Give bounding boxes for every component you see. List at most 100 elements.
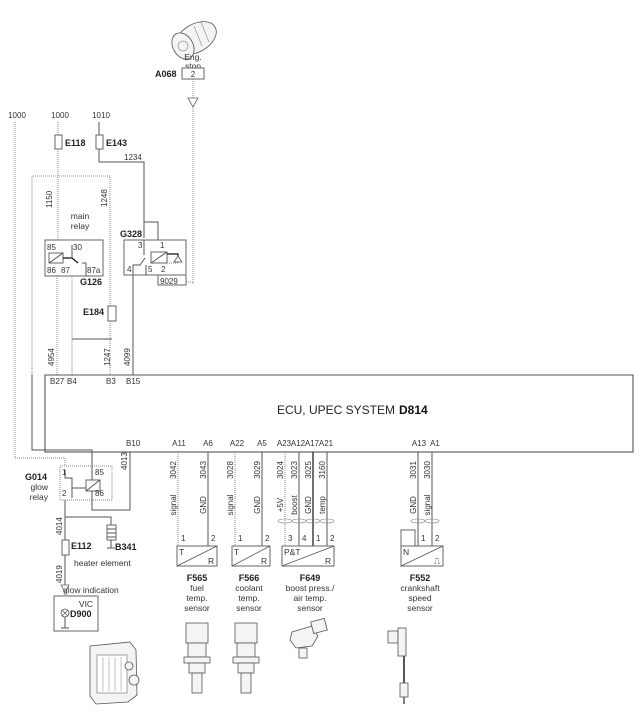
ecu-pin-a12: A12 <box>291 439 306 448</box>
relay-g328-pin-1: 1 <box>160 241 165 250</box>
fuse-e112-label: E112 <box>71 541 92 551</box>
wire-number-3029: 3029 <box>253 461 262 479</box>
ecu-pin-a11: A11 <box>172 439 186 448</box>
heater-label: heater element <box>74 558 131 568</box>
sensor-f552-label-3: sensor <box>407 603 433 613</box>
sensor-pin-1: 1 <box>238 534 243 543</box>
glow-relay-pin-86: 86 <box>95 489 104 498</box>
relay-g328 <box>123 221 194 286</box>
vic-label: VIC <box>79 599 93 609</box>
sensor-f565-label-3: sensor <box>184 603 210 613</box>
sensor-f649-label-3: sensor <box>297 603 323 613</box>
eng-stop-label-1: Eng. <box>184 52 202 62</box>
supply-1000-left: 1000 <box>8 111 26 120</box>
fuse-e143 <box>95 134 104 150</box>
fuse-e112 <box>61 539 70 556</box>
glow-relay-pin-1: 1 <box>62 468 67 477</box>
fuse-e184-label: E184 <box>83 307 104 317</box>
wire-number-3042: 3042 <box>169 461 178 479</box>
main-relay-g126 <box>44 239 104 277</box>
wire-signal-3024: +5V <box>276 497 285 512</box>
connector-a068-pin: 2 <box>191 70 196 79</box>
sensor-symbol-left: P&T <box>284 547 301 557</box>
sensor-f649-code: F649 <box>300 573 321 583</box>
coolant-temp-sensor-picture <box>232 622 260 694</box>
eng-stop-label-2: stop <box>185 61 201 71</box>
main-relay-pin-30: 30 <box>73 243 82 252</box>
sensor-f565-label-2: temp. <box>186 593 207 603</box>
wire-number-3160: 3160 <box>318 461 327 479</box>
sensor-f552-code: F552 <box>410 573 431 583</box>
wire-signal-3031: GND <box>409 496 418 514</box>
sensor-f649-label-2: air temp. <box>293 593 326 603</box>
connector-a068-code: A068 <box>155 69 177 79</box>
sensor-symbol-left: T <box>179 547 184 557</box>
wire-signal-3030: signal <box>423 494 432 515</box>
wire-4099-label: 4099 <box>123 348 132 366</box>
ecu-pin-a23: A23 <box>277 439 292 448</box>
sensor-symbol-right: R <box>325 556 331 566</box>
arrow-down-icon <box>187 97 199 108</box>
glow-relay-pin-85: 85 <box>95 468 104 477</box>
sensor-f649-label-1: boost press./ <box>286 583 335 593</box>
crankshaft-sensor-picture <box>387 627 409 704</box>
wire-number-3025: 3025 <box>304 461 313 479</box>
relay-g328-pin-5: 5 <box>148 265 153 274</box>
fuel-temp-sensor-picture <box>183 622 211 694</box>
sensor-pin-1: 1 <box>181 534 186 543</box>
glow-relay-label-2: relay <box>30 492 49 502</box>
vic-code: D900 <box>70 609 92 619</box>
wire-number-3024: 3024 <box>276 461 285 479</box>
sensor-pin-2: 2 <box>435 534 440 543</box>
main-relay-pin-87a: 87a <box>87 266 101 275</box>
sensor-symbol-right: R <box>261 556 267 566</box>
wire-1234-label: 1234 <box>124 153 142 162</box>
wire-1247-label: 1247 <box>103 348 112 366</box>
sensor-pin-1: 1 <box>421 534 426 543</box>
supply-1010: 1010 <box>92 111 110 120</box>
sensor-symbol-diagonal <box>281 545 335 567</box>
main-relay-label-1: main <box>71 211 90 221</box>
ecu-pin-b15: B15 <box>126 377 141 386</box>
wire-4014-label: 4014 <box>55 517 64 535</box>
wire-4954-label: 4954 <box>47 348 56 366</box>
glow-relay-code: G014 <box>25 472 47 482</box>
ecu-code: D814 <box>399 403 428 417</box>
arrow-down-icon <box>60 584 70 593</box>
glow-relay-label-1: glow <box>31 482 49 492</box>
fuse-e184 <box>107 305 117 322</box>
ecu-pin-a22: A22 <box>230 439 245 448</box>
sensor-f565-code: F565 <box>187 573 208 583</box>
twisted-pair-marker <box>424 518 440 524</box>
wire-signal-3029: GND <box>253 496 262 514</box>
ecu-box <box>44 374 634 453</box>
heater-code: B341 <box>115 542 137 552</box>
sensor-symbol-right: ⎍ <box>434 556 441 566</box>
wire-number-3023: 3023 <box>290 461 299 479</box>
sensor-symbol-diagonal <box>400 545 444 567</box>
glow-relay-g014 <box>59 465 113 501</box>
relay-g328-code: G328 <box>120 229 142 239</box>
wire-number-3030: 3030 <box>423 461 432 479</box>
wire-1150-label: 1150 <box>45 190 54 208</box>
wire-number-3043: 3043 <box>199 461 208 479</box>
sensor-f552-label-2: speed <box>408 593 431 603</box>
wire-signal-3023: boost <box>290 494 299 514</box>
relay-g328-pin-2: 2 <box>161 265 166 274</box>
supply-1000: 1000 <box>51 111 69 120</box>
wire-1248-label: 1248 <box>100 189 109 207</box>
sensor-pin-2: 2 <box>211 534 216 543</box>
fuse-e118-label: E118 <box>65 138 86 148</box>
ecu-pin-a17: A17 <box>305 439 320 448</box>
sensor-f566-code: F566 <box>239 573 260 583</box>
wire-1234 <box>98 149 145 238</box>
engine-stop-switch-picture <box>171 21 217 60</box>
glow-indication-label: glow indication <box>63 585 119 595</box>
sensor-pin-3-box <box>400 529 416 547</box>
glow-relay-pin-2: 2 <box>62 489 67 498</box>
wire-4013-label: 4013 <box>120 452 129 470</box>
sensor-f566-label-2: temp. <box>238 593 259 603</box>
ecu-pin-a5: A5 <box>257 439 267 448</box>
